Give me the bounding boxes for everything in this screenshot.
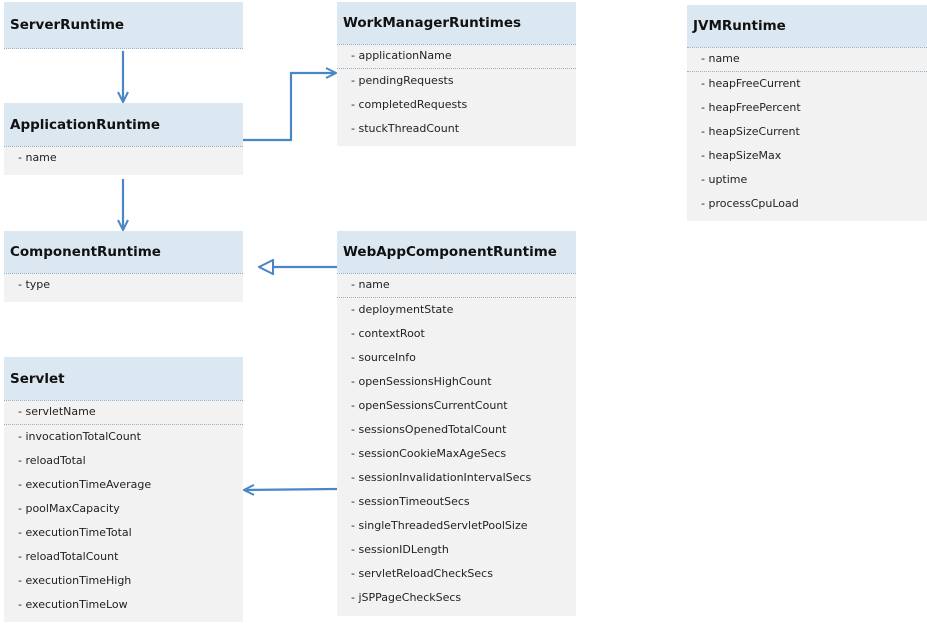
attribute-row: - sourceInfo: [351, 351, 416, 364]
attribute-list: - type: [4, 273, 243, 297]
attribute-list: - servletName - invocationTotalCount - rel…: [4, 400, 243, 617]
attribute-row: - name: [18, 151, 57, 164]
class-title: WorkManagerRuntimes: [337, 2, 576, 45]
attribute-row: - executionTimeLow: [18, 598, 128, 611]
attribute-row: - sessionsOpenedTotalCount: [351, 423, 507, 436]
attribute-row: - completedRequests: [351, 98, 468, 111]
attribute-row: - reloadTotal: [18, 454, 86, 467]
attribute-row: - heapSizeMax: [701, 149, 782, 162]
class-jvm-runtime: JVMRuntime - name - heapFreeCurrent - heap…: [687, 5, 927, 221]
attribute-row: - name: [701, 52, 740, 65]
attribute-row: - poolMaxCapacity: [18, 502, 120, 515]
attribute-row: - processCpuLoad: [701, 197, 799, 210]
class-work-manager-runtimes: WorkManagerRuntimes - applicationName - p…: [337, 2, 576, 146]
arrow-webapp-to-servlet: [244, 489, 338, 490]
attribute-row: - servletReloadCheckSecs: [351, 567, 493, 580]
class-webapp-component-runtime: WebAppComponentRuntime - name - deploymen…: [337, 231, 576, 616]
attribute-divider: [687, 71, 927, 72]
attribute-row: - heapSizeCurrent: [701, 125, 800, 138]
class-component-runtime: ComponentRuntime - type: [4, 231, 243, 302]
attribute-row: - servletName: [18, 405, 96, 418]
arrow-application-to-workmanager: [243, 73, 336, 142]
attribute-row: - contextRoot: [351, 327, 425, 340]
attribute-row: - invocationTotalCount: [18, 430, 141, 443]
attribute-row: - applicationName: [351, 49, 452, 62]
class-server-runtime: ServerRuntime: [4, 2, 243, 49]
attribute-row: - heapFreeCurrent: [701, 77, 801, 90]
attribute-row: - executionTimeHigh: [18, 574, 132, 587]
class-application-runtime: ApplicationRuntime - name: [4, 103, 243, 175]
attribute-row: - uptime: [701, 173, 748, 186]
class-title: JVMRuntime: [687, 5, 927, 48]
attribute-list: - name - deploymentState - contextRoot - so…: [337, 273, 576, 610]
class-title: WebAppComponentRuntime: [337, 231, 576, 274]
attribute-row: - jSPPageCheckSecs: [351, 591, 462, 604]
attribute-row: - stuckThreadCount: [351, 122, 460, 135]
class-title: ComponentRuntime: [4, 231, 243, 274]
attribute-row: - sessionInvalidationIntervalSecs: [351, 471, 532, 484]
attribute-divider: [4, 424, 243, 425]
attribute-row: - openSessionsCurrentCount: [351, 399, 508, 412]
attribute-row: - sessionTimeoutSecs: [351, 495, 470, 508]
attribute-row: - singleThreadedServletPoolSize: [351, 519, 528, 532]
attribute-row: - heapFreePercent: [701, 101, 801, 114]
attribute-row: - type: [18, 278, 51, 291]
attribute-divider: [337, 68, 576, 69]
attribute-row: - sessionIDLength: [351, 543, 449, 556]
attribute-row: - reloadTotalCount: [18, 550, 119, 563]
attribute-row: - name: [351, 278, 390, 291]
attribute-row: - pendingRequests: [351, 74, 454, 87]
attribute-list: - applicationName - pendingRequests - comp…: [337, 44, 576, 141]
attribute-divider: [337, 297, 576, 298]
class-title: ServerRuntime: [4, 2, 243, 49]
attribute-row: - executionTimeAverage: [18, 478, 152, 491]
attribute-list: - name: [4, 146, 243, 170]
attribute-row: - deploymentState: [351, 303, 454, 316]
class-title: ApplicationRuntime: [4, 103, 243, 147]
attribute-list: - name - heapFreeCurrent - heapFreePercent…: [687, 47, 927, 216]
class-servlet: Servlet - servletName - invocationTotalCo…: [4, 357, 243, 622]
class-title: Servlet: [4, 357, 243, 401]
attribute-row: - sessionCookieMaxAgeSecs: [351, 447, 507, 460]
attribute-row: - executionTimeTotal: [18, 526, 132, 539]
attribute-row: - openSessionsHighCount: [351, 375, 492, 388]
